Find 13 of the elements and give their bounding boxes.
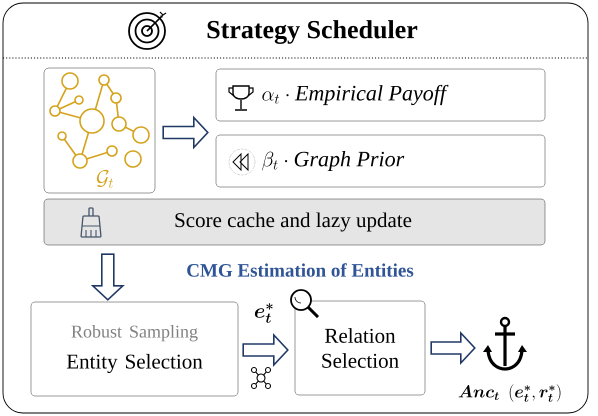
process-box: Score cache and lazy update	[44, 198, 546, 246]
edge-label: $\boldsymbol{e_t^*}$	[254, 303, 273, 323]
block-arrow	[90, 253, 125, 301]
block-arrow	[162, 115, 209, 150]
block-arrow	[430, 330, 476, 366]
score-box: $\beta_t \cdot \mathit{Graph\ Prior}$	[216, 134, 546, 188]
block-arrow	[242, 332, 289, 368]
score-box: $\alpha_t \cdot \mathit{Empirical\ Payoff}$	[216, 68, 546, 122]
process-box: Robust Sampling Entity Selection	[30, 302, 238, 396]
edge-label: CMG Estimation of Entities	[187, 263, 414, 277]
anchor-label: $\boldsymbol{Anc_t}\ \ (\boldsymbol{e_t^*}, \boldsymbol{r_t^*})$	[458, 384, 560, 402]
process-box: Relation Selection	[294, 300, 426, 396]
graph-box: $\mathcal{G}_t$	[44, 68, 156, 194]
